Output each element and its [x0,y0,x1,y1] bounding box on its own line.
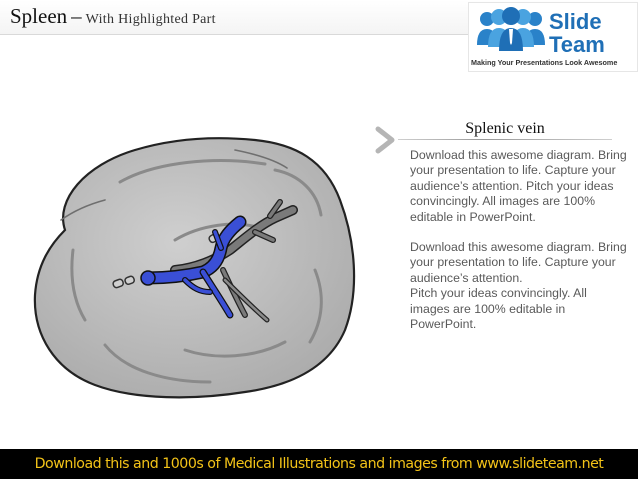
logo-name-line2: Team [549,32,605,57]
spleen-illustration [33,137,356,399]
logo-name-line1: Slide [549,9,602,34]
splenic-vein-highlight [140,215,247,319]
footer-banner[interactable]: Download this and 1000s of Medical Illus… [0,449,638,479]
paragraph-2a: Download this awesome diagram. Bring you… [410,240,627,285]
section-heading: Splenic vein [465,120,545,137]
spleen-diagram [25,120,365,425]
title-separator: – [71,4,82,28]
title-subtitle: With Highlighted Part [85,12,216,27]
heading-divider [398,139,612,140]
people-group-icon [477,7,545,51]
slideteam-logo[interactable]: Slide Team Making Your Presentations Loo… [468,2,638,72]
description-text: Download this awesome diagram. Bring you… [410,148,628,332]
logo-tagline: Making Your Presentations Look Awesome [471,58,618,67]
page-title: Spleen–With Highlighted Part [10,4,216,29]
paragraph-2b: Pitch your ideas convincingly. All image… [410,286,587,332]
paragraph-1: Download this awesome diagram. Bring you… [410,148,627,224]
title-main: Spleen [10,4,68,28]
chevron-right-icon [375,126,395,154]
